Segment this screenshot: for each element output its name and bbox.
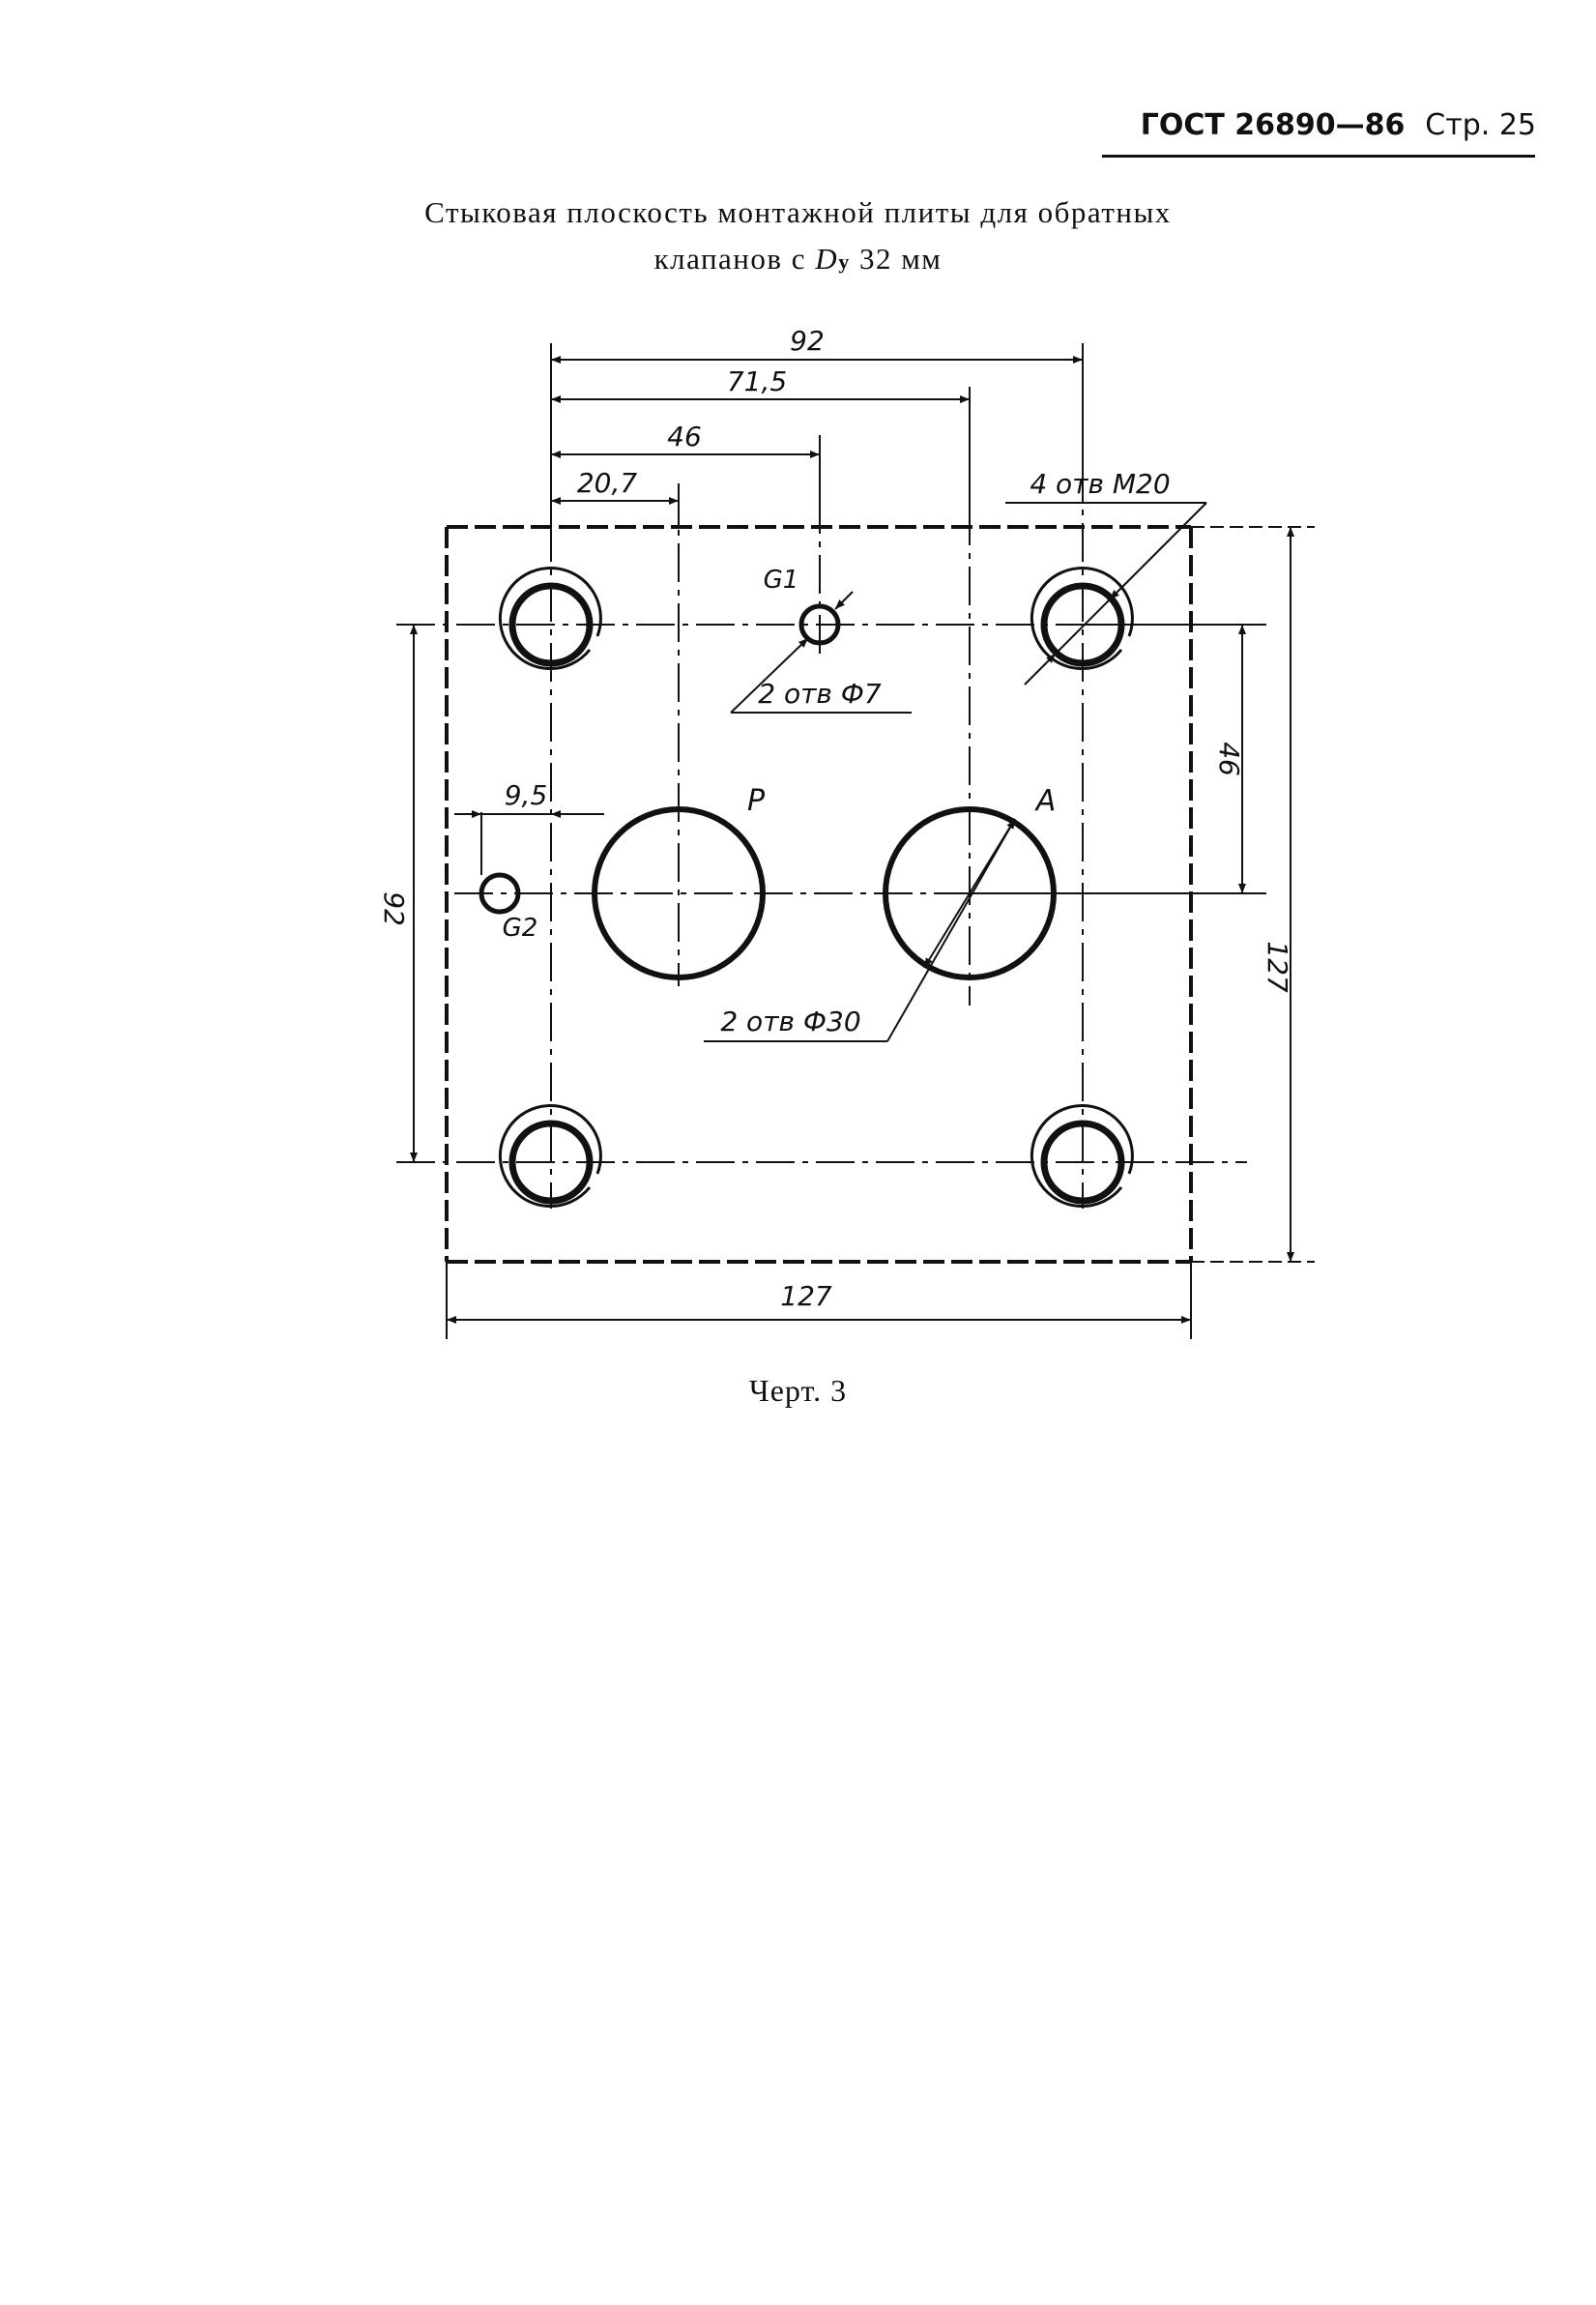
- dimension-46-right: 46: [1213, 742, 1245, 776]
- dimension-127-right: 127: [1262, 941, 1293, 993]
- pilot-ports: [479, 603, 841, 915]
- label-p: P: [747, 784, 766, 818]
- dimension-71-5: 71,5: [727, 365, 787, 397]
- page-header: ГОСТ 26890—86 Стр. 25: [1141, 108, 1536, 142]
- caption-line-2-suffix: 32 мм: [850, 242, 943, 276]
- dimension-9-5-lines: [454, 810, 604, 875]
- dimension-46-top: 46: [667, 421, 702, 452]
- callout-2-holes-d7: 2 отв Ф7: [758, 678, 882, 710]
- dimension-92-top: 92: [790, 325, 825, 357]
- drawing-caption: Стыковая плоскость монтажной плиты для о…: [0, 190, 1596, 285]
- dimension-20-7: 20,7: [577, 467, 638, 499]
- port-g2-circle: [479, 872, 521, 915]
- mounting-hole-top-left: [498, 567, 602, 670]
- callout-4-holes-m20: 4 отв М20: [1030, 468, 1170, 500]
- nominal-diameter-subscript: у: [838, 249, 851, 274]
- port-g1-circle: [798, 603, 841, 646]
- label-g1: G1: [764, 566, 799, 595]
- label-a: A: [1034, 784, 1057, 818]
- left-dimension-lines: [396, 624, 425, 1163]
- mounting-hole-bottom-left: [498, 1104, 602, 1208]
- header-rule: [1102, 155, 1535, 158]
- page-number: Стр. 25: [1425, 108, 1536, 142]
- figure-label: Черт. 3: [748, 1373, 848, 1408]
- mounting-hole-bottom-right: [1030, 1104, 1134, 1208]
- label-g2: G2: [503, 914, 538, 943]
- callout-2-holes-d30: 2 отв Ф30: [720, 1006, 860, 1037]
- dimension-9-5: 9,5: [505, 779, 548, 811]
- standard-number: ГОСТ 26890—86: [1140, 108, 1406, 142]
- caption-line-2: клапанов с Dу 32 мм: [0, 236, 1596, 285]
- mounting-holes: [498, 567, 1134, 1208]
- port-p-circle: [592, 806, 766, 980]
- leader-lines: [704, 502, 1207, 1042]
- dimension-127-bottom: 127: [780, 1280, 832, 1312]
- dimension-92-left: 92: [378, 891, 410, 926]
- caption-line-1: Стыковая плоскость монтажной плиты для о…: [424, 195, 1172, 229]
- nominal-diameter-symbol: D: [815, 242, 839, 276]
- top-dimensions: [550, 343, 1084, 527]
- caption-line-2-prefix: клапанов с: [653, 242, 816, 276]
- right-dimension-lines: [970, 527, 1294, 1262]
